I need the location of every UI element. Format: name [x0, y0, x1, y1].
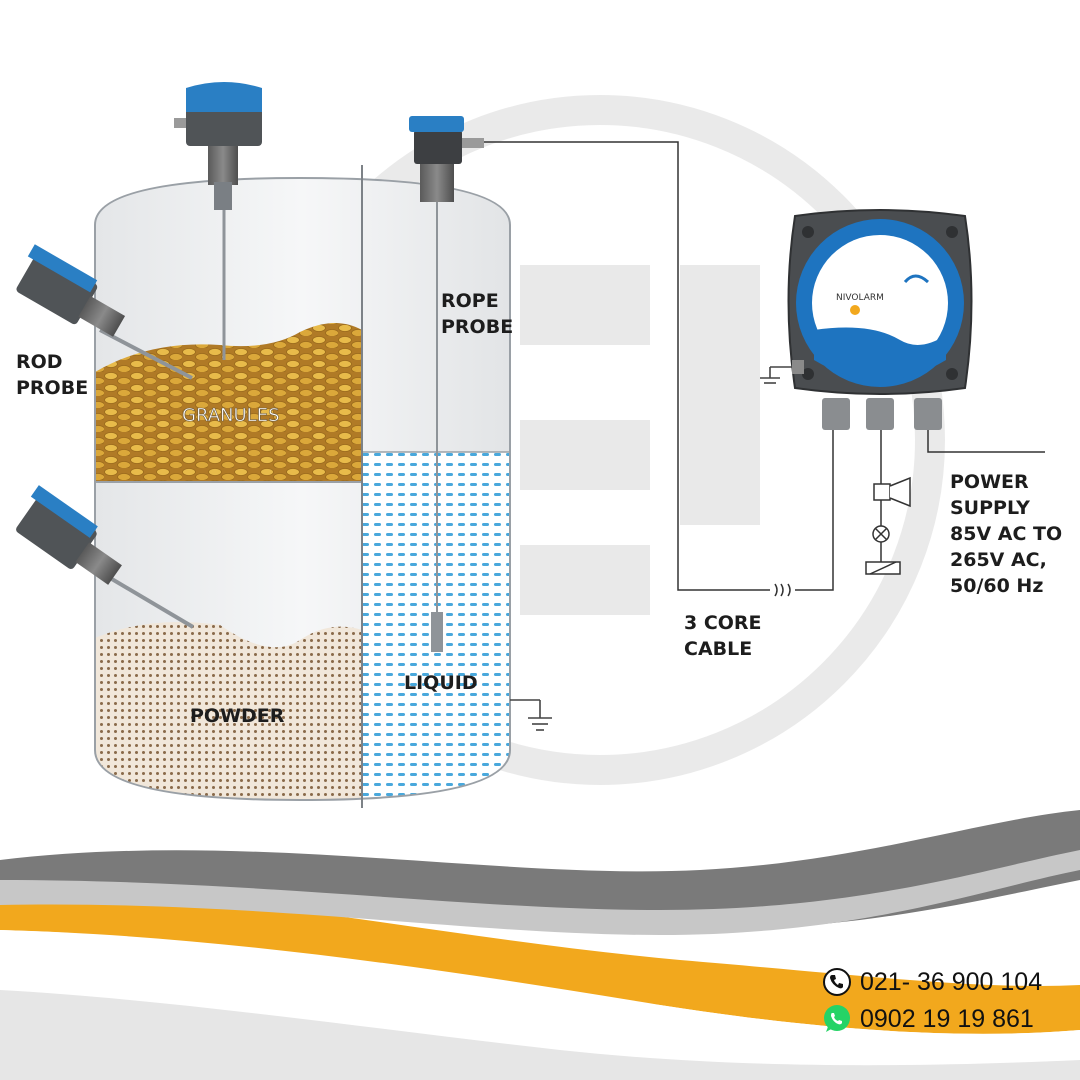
ground-icon	[510, 699, 552, 731]
horn-icon	[873, 483, 891, 501]
rope-probe	[409, 116, 484, 652]
power-supply-label: POWER SUPPLY 85V AC TO 265V AC, 50/60 Hz	[950, 471, 1063, 597]
horn-bell	[889, 476, 911, 508]
whatsapp-number: 0902 19 19 861	[860, 1004, 1034, 1033]
granules-label: GRANULES	[182, 405, 280, 427]
alarm-circuit	[865, 430, 911, 575]
whatsapp-icon	[824, 1005, 850, 1032]
phone-contact[interactable]: 021- 36 900 104	[822, 967, 1042, 997]
phone-icon	[823, 968, 851, 996]
side-rod-probe-lower	[16, 485, 195, 629]
silo-tank	[94, 165, 511, 808]
controller-ground-icon	[760, 366, 792, 384]
liquid-label: LIQUID	[404, 672, 478, 694]
rod-probe-label: ROD PROBE	[16, 351, 89, 399]
cable-label: 3 CORE CABLE	[684, 612, 762, 660]
power-supply-wire	[927, 430, 1045, 453]
top-rod-probe	[174, 82, 262, 360]
controller-brand: NIVOLARM	[836, 293, 884, 303]
powder-label: POWDER	[190, 705, 285, 727]
nivolarm-controller	[787, 209, 973, 430]
whatsapp-contact[interactable]: 0902 19 19 861	[822, 1004, 1034, 1034]
rope-probe-label: ROPE PROBE	[441, 290, 514, 338]
side-rod-probe-upper	[16, 244, 193, 380]
phone-number: 021- 36 900 104	[860, 967, 1043, 996]
footer-swoosh	[0, 760, 1080, 1080]
cable-wiring	[484, 141, 834, 597]
powder-fill	[95, 622, 362, 800]
